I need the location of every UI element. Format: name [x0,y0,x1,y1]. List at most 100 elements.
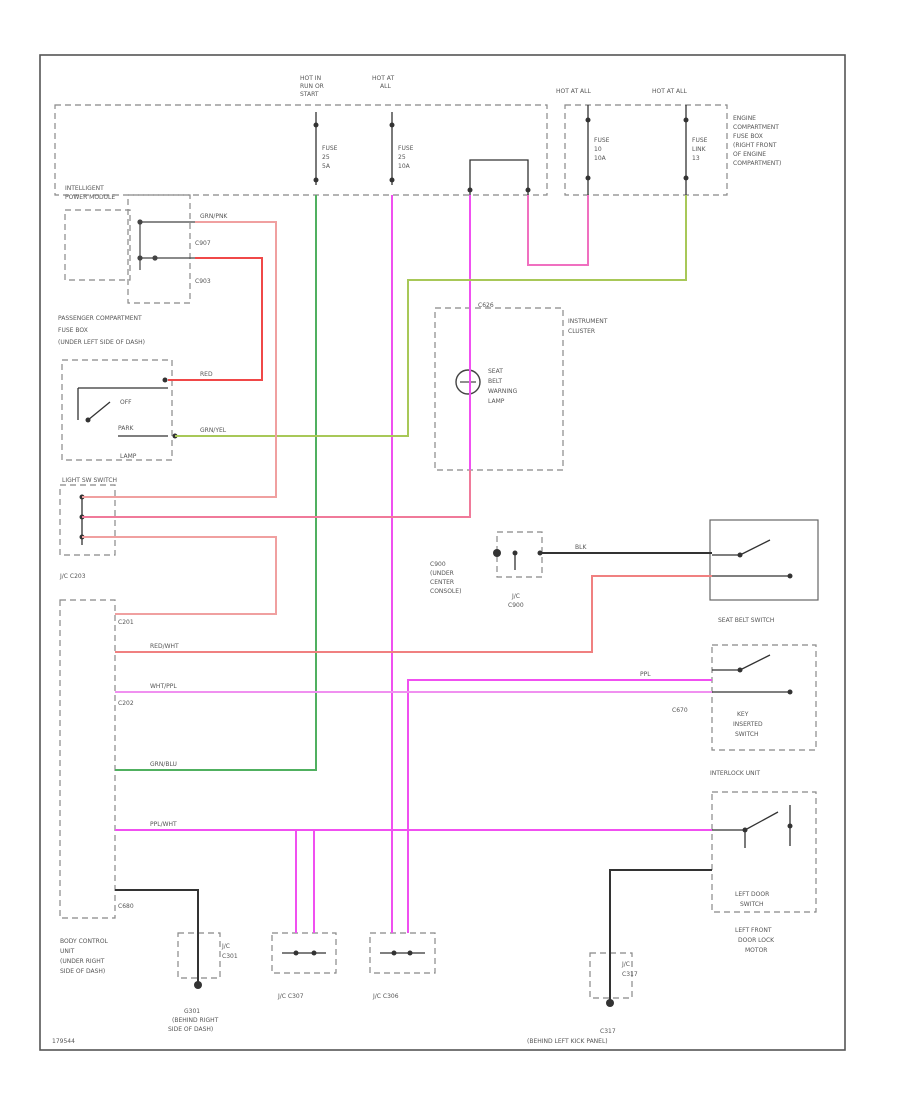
wire-label-red: RED [200,371,213,378]
fuse3-line3: 10A [594,155,607,162]
bcu-line4: SIDE OF DASH) [60,968,105,975]
fuse-25-5a: FUSE 25 5A [313,112,338,185]
lock-motor-line1: LEFT FRONT [735,927,772,934]
hot-at-all-label-3: HOT AT ALL [652,88,687,95]
pass-box-line3: (UNDER LEFT SIDE OF DASH) [58,339,145,346]
jc-c900-line1: J/C [511,593,520,600]
lock-motor-line2: DOOR LOCK [738,937,775,944]
fuse3-line1: FUSE [594,137,610,144]
wire-green-main [115,195,317,771]
wire-label-gryel: GRN/YEL [200,427,227,434]
wire-pink-c203-c201 [82,536,277,615]
c900-line2: (UNDER [430,570,454,577]
ipm-connector-c903: C903 [195,278,211,285]
hot-run-line3: START [300,91,319,98]
wire-black-g301 [115,889,199,985]
key-sw-line2: INSERTED [733,721,763,728]
ipm-line1: INTELLIGENT [65,185,104,192]
engine-fuse-box-label: ENGINE COMPARTMENT FUSE BOX (RIGHT FRONT… [733,115,781,167]
seat-belt-switch-label: SEAT BELT SWITCH [718,617,774,624]
hot-at-all-label-1: HOT AT ALL [372,75,394,90]
lamp-line3: WARNING [488,388,518,395]
fuse2-line2: 25 [398,154,406,161]
hot-run-line1: HOT IN [300,75,321,82]
lock-motor-line3: MOTOR [745,947,767,954]
jc-c306-outline [369,932,436,974]
g301-line3: SIDE OF DASH) [168,1026,213,1033]
bcu-line2: UNIT [60,948,75,955]
hot-all1-line1: HOT AT [372,75,394,82]
fuse2-line1: FUSE [398,145,414,152]
seat-belt-warning-lamp: SEAT BELT WARNING LAMP [455,368,518,405]
hot-all1-line2: ALL [380,83,391,90]
wire-label-whtppl: WHT/PPL [150,683,177,690]
ipm-connector-outline [127,194,191,304]
engine-box-line5: OF ENGINE [733,151,766,158]
light-switch: OFF PARK LAMP [77,377,178,460]
hot-at-all-label-2: HOT AT ALL [556,88,591,95]
key-sw-line1: KEY [737,711,749,718]
seat-belt-switch [712,539,793,579]
fuse3-line2: 10 [594,146,602,153]
engine-box-line3: FUSE BOX [733,133,763,140]
bcu-line1: BODY CONTROL [60,938,109,945]
bcu-line3: (UNDER RIGHT [60,958,105,965]
instrument-connector: C626 [478,302,494,309]
pass-box-line1: PASSENGER COMPARTMENT [58,315,142,322]
jc-c317-line2: C317 [622,971,638,978]
wire-magenta-fuse2-b [407,679,712,933]
g317-line1: C317 [600,1028,616,1035]
park-label: PARK [118,425,135,432]
instrument-line2: CLUSTER [568,328,595,335]
jc-c301-line2: C301 [222,953,238,960]
fuse2-line3: 10A [398,163,411,170]
jc-c306-internal [380,950,425,956]
passenger-fuse-box-outline [54,104,548,196]
ipm-line2: POWER MODULE [65,194,115,201]
hot-run-line2: RUN OR [300,83,324,90]
lamp-line1: SEAT [488,368,503,375]
door-sw-line2: SWITCH [740,901,764,908]
wire-pplwht-c307 [295,830,315,933]
c900-line1: C900 [430,561,446,568]
wire-pink-ipm [82,221,277,498]
wire-label-blk: BLK [575,544,587,551]
engine-fuse-box-outline [564,104,728,196]
lamp-on-label: LAMP [120,453,137,460]
engine-box-line6: COMPARTMENT) [733,160,781,167]
g317-line2: (BEHIND LEFT KICK PANEL) [527,1038,608,1045]
fuse-10-10a: FUSE 10 10A [585,105,610,195]
wire-redwht [115,575,712,653]
light-switch-outline [61,359,173,461]
hot-in-run-label: HOT IN RUN OR START [300,75,324,98]
off-label: OFF [120,399,132,406]
fuse4-line3: 13 [692,155,700,162]
page-id: 179544 [52,1038,75,1045]
door-switch-outline [711,791,817,913]
jc-c306-label: J/C C306 [372,993,399,1000]
jc-c317-line1: J/C [621,961,630,968]
ipm-outline [64,209,131,281]
engine-box-line1: ENGINE [733,115,756,122]
jc-c203-label: J/C C203 [59,573,86,580]
wire-label-pplwht: PPL/WHT [150,821,177,828]
jc-c307-outline [271,932,337,974]
c670-label: C670 [672,707,688,714]
wire-red-ipm [168,257,263,381]
light-switch-label: LIGHT SW SWITCH [62,477,117,484]
pass-box-line2: FUSE BOX [58,327,88,334]
diagram-frame [39,54,846,1051]
key-switch-outline [711,644,817,751]
jc-c307-label: J/C C307 [277,993,304,1000]
fuse1-line1: FUSE [322,145,338,152]
fuse-link-13: FUSE LINK 13 [683,105,708,195]
engine-box-line4: (RIGHT FRONT [733,142,777,149]
lamp-line4: LAMP [488,398,505,405]
wire-yellowgreen [175,195,687,437]
g301-line1: G301 [184,1008,200,1015]
fuse4-line2: LINK [692,146,707,153]
wire-pink-loop [527,195,589,266]
wire-black-g317 [609,869,712,1003]
fuse1-line3: 5A [322,163,331,170]
jc-c203-outline [59,484,116,556]
